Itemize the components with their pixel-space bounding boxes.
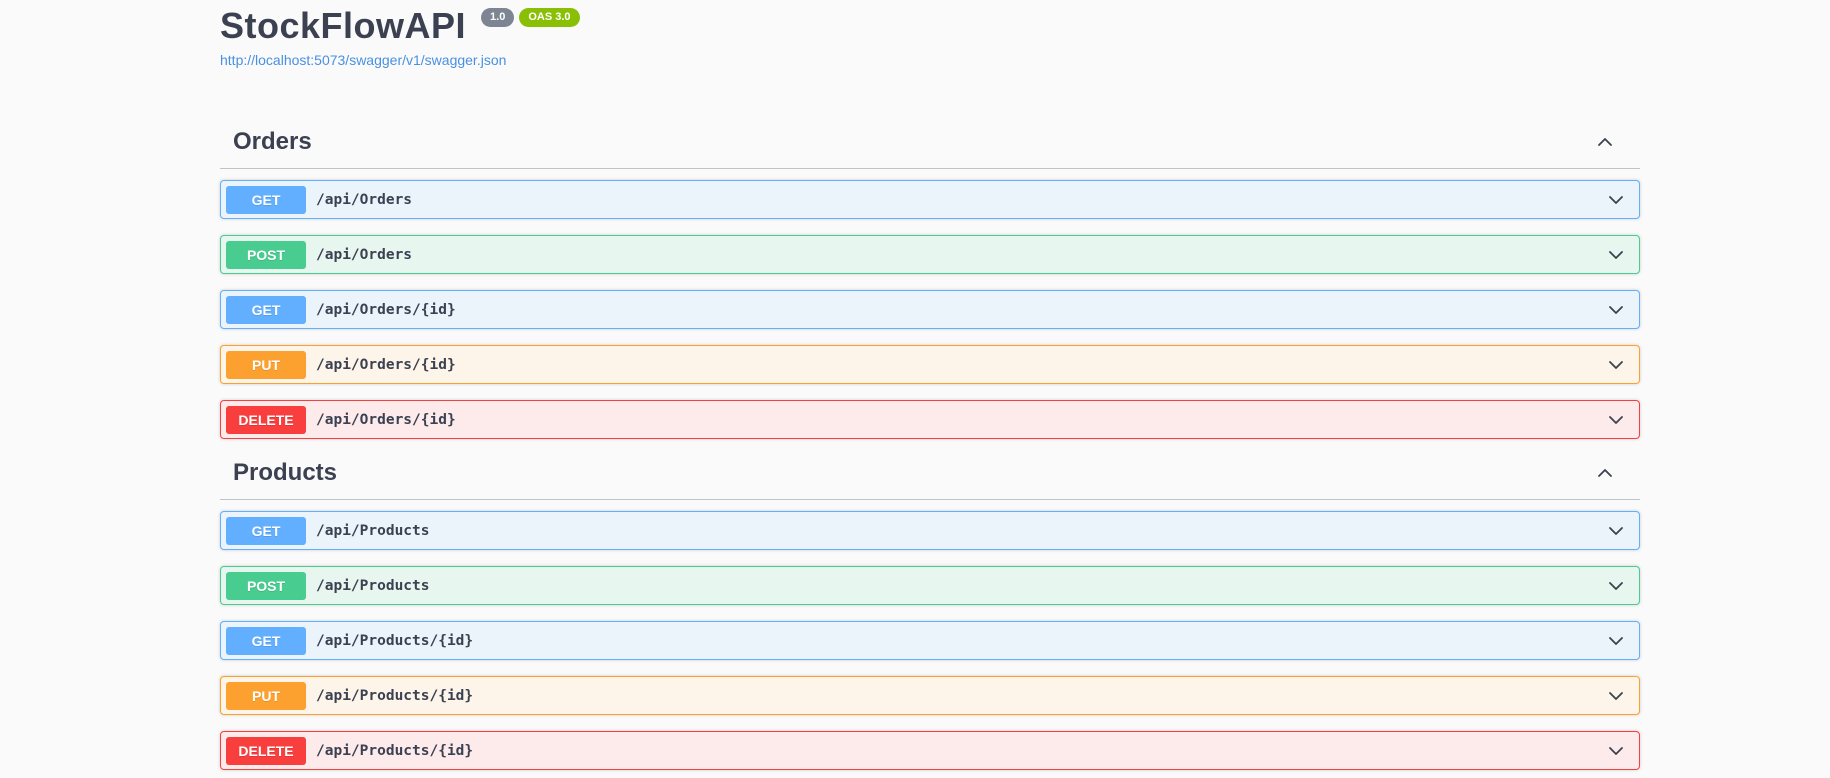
endpoint-row-get[interactable]: GET/api/Orders xyxy=(220,180,1640,219)
endpoint-row-get[interactable]: GET/api/Products/{id} xyxy=(220,621,1640,660)
chevron-down-icon[interactable] xyxy=(1606,245,1626,265)
swagger-ui-page: StockFlowAPI 1.0 OAS 3.0 http://localhos… xyxy=(220,0,1640,770)
api-info: StockFlowAPI 1.0 OAS 3.0 http://localhos… xyxy=(220,8,1640,70)
title-line: StockFlowAPI 1.0 OAS 3.0 xyxy=(220,8,1640,44)
chevron-down-icon[interactable] xyxy=(1606,631,1626,651)
chevron-down-icon[interactable] xyxy=(1606,300,1626,320)
tag-header-orders[interactable]: Orders xyxy=(220,126,1640,169)
endpoint-row-get[interactable]: GET/api/Products xyxy=(220,511,1640,550)
method-badge: DELETE xyxy=(226,405,306,434)
endpoint-row-put[interactable]: PUT/api/Orders/{id} xyxy=(220,345,1640,384)
chevron-up-icon[interactable] xyxy=(1595,132,1615,152)
method-badge: GET xyxy=(226,295,306,324)
chevron-down-icon[interactable] xyxy=(1606,355,1626,375)
endpoint-path: /api/Products/{id} xyxy=(316,687,474,704)
chevron-down-icon[interactable] xyxy=(1606,576,1626,596)
version-badge: 1.0 xyxy=(481,8,515,27)
section-title: Products xyxy=(233,459,338,486)
endpoint-row-get[interactable]: GET/api/Orders/{id} xyxy=(220,290,1640,329)
method-badge: PUT xyxy=(226,350,306,379)
spec-json-link[interactable]: http://localhost:5073/swagger/v1/swagger… xyxy=(220,52,507,68)
method-badge: PUT xyxy=(226,681,306,710)
endpoint-row-delete[interactable]: DELETE/api/Products/{id} xyxy=(220,731,1640,770)
endpoint-row-post[interactable]: POST/api/Orders xyxy=(220,235,1640,274)
section-title: Orders xyxy=(233,128,312,155)
endpoint-path: /api/Orders xyxy=(316,246,413,263)
oas-badge: OAS 3.0 xyxy=(519,8,580,27)
method-badge: GET xyxy=(226,626,306,655)
page-title: StockFlowAPI xyxy=(220,5,467,46)
method-badge: GET xyxy=(226,516,306,545)
endpoint-path: /api/Orders/{id} xyxy=(316,356,456,373)
endpoint-path: /api/Products/{id} xyxy=(316,742,474,759)
endpoint-path: /api/Products/{id} xyxy=(316,632,474,649)
chevron-up-icon[interactable] xyxy=(1595,463,1615,483)
endpoint-row-post[interactable]: POST/api/Products xyxy=(220,566,1640,605)
method-badge: GET xyxy=(226,185,306,214)
chevron-down-icon[interactable] xyxy=(1606,686,1626,706)
endpoint-path: /api/Orders xyxy=(316,191,413,208)
chevron-down-icon[interactable] xyxy=(1606,741,1626,761)
chevron-down-icon[interactable] xyxy=(1606,521,1626,541)
method-badge: POST xyxy=(226,240,306,269)
endpoint-path: /api/Orders/{id} xyxy=(316,301,456,318)
endpoint-path: /api/Products xyxy=(316,522,430,539)
tag-header-products[interactable]: Products xyxy=(220,457,1640,500)
endpoint-row-put[interactable]: PUT/api/Products/{id} xyxy=(220,676,1640,715)
chevron-down-icon[interactable] xyxy=(1606,190,1626,210)
endpoint-path: /api/Products xyxy=(316,577,430,594)
endpoint-path: /api/Orders/{id} xyxy=(316,411,456,428)
method-badge: POST xyxy=(226,571,306,600)
chevron-down-icon[interactable] xyxy=(1606,410,1626,430)
method-badge: DELETE xyxy=(226,736,306,765)
endpoint-row-delete[interactable]: DELETE/api/Orders/{id} xyxy=(220,400,1640,439)
